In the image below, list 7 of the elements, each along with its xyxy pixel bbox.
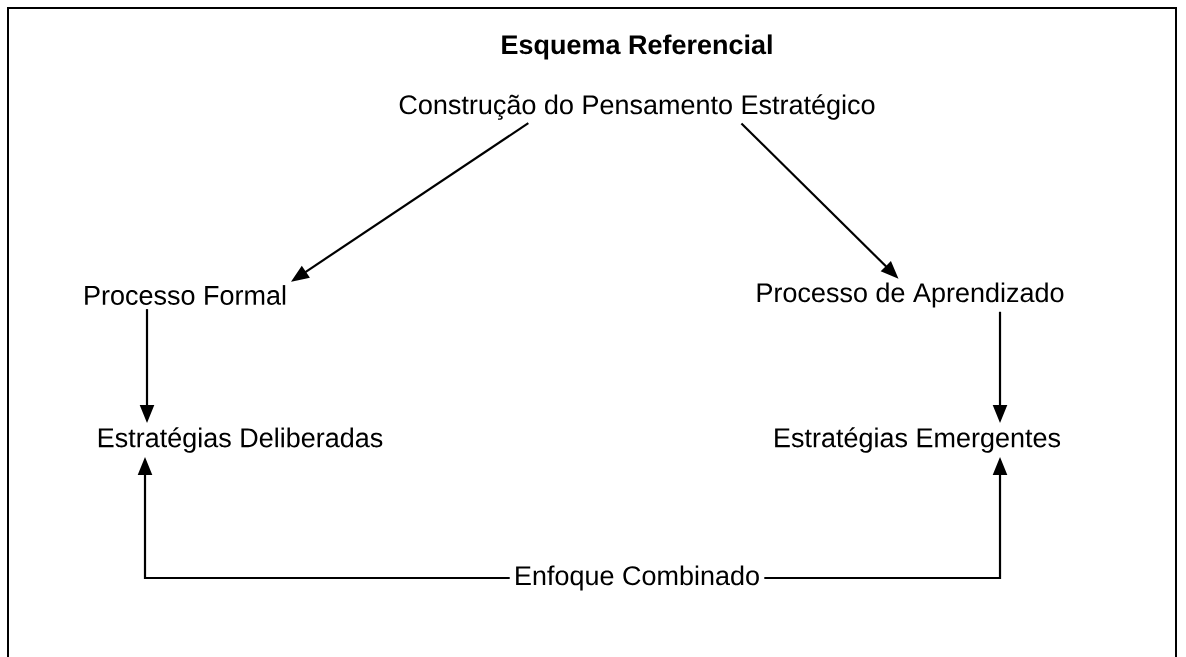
node-text: Estratégias Emergentes [775, 427, 1061, 453]
node-text: Processo Formal [85, 285, 286, 305]
node-text: Construção do Pensamento Estratégico [399, 94, 875, 120]
node-text: Estratégias Deliberadas [98, 427, 383, 453]
node-text: Enfoque Combinado [516, 565, 759, 591]
node-text: Processo de Aprendizado [757, 282, 1064, 308]
title: Esquema Referencial [502, 34, 772, 60]
